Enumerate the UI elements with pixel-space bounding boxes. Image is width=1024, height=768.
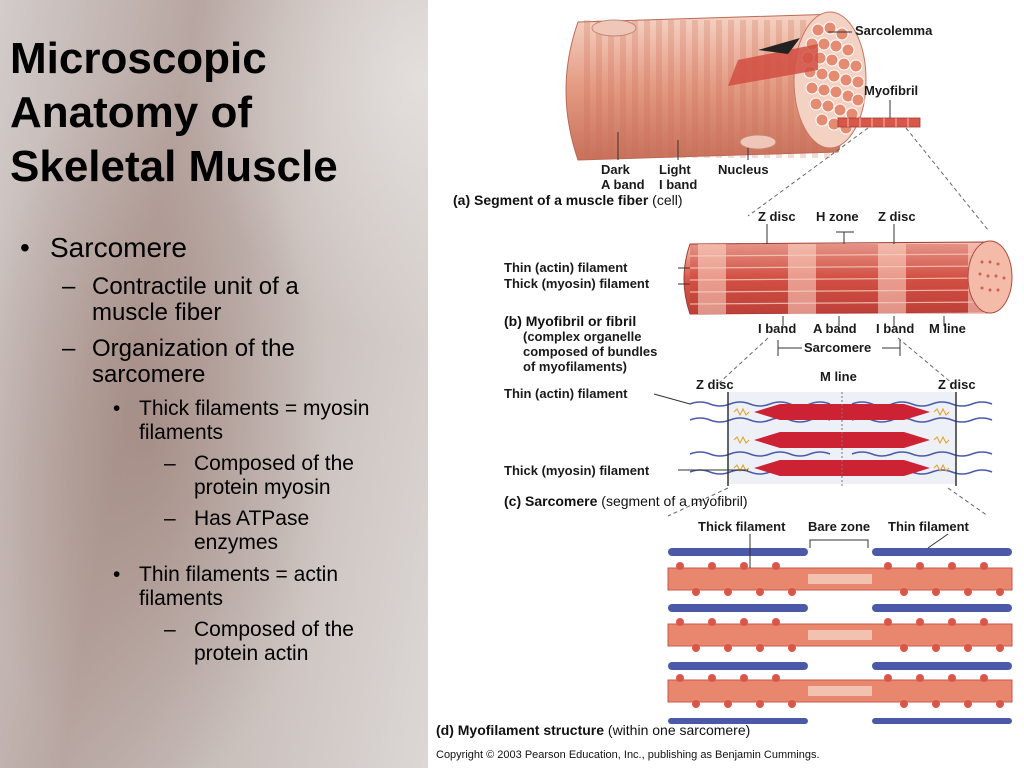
title-line-3: Skeletal Muscle <box>10 142 338 191</box>
muscle-fiber-segment <box>565 11 921 161</box>
caption-a-bold: (a) Segment of a muscle fiber <box>453 192 649 208</box>
sarcomere-diagram <box>689 392 993 486</box>
bullet-text: Sarcomere <box>50 232 187 263</box>
caption-a: (a) Segment of a muscle fiber (cell) <box>453 192 683 208</box>
myofibril-cylinder <box>683 240 1013 315</box>
label-thin-filament-b: Thin (actin) filament <box>504 260 628 275</box>
zoom-guide-lines <box>667 127 989 517</box>
label-i-band-right: I band <box>876 321 914 336</box>
label-z-disc-b-left: Z disc <box>758 209 796 224</box>
label-a-band: A band <box>601 177 645 192</box>
label-i-band-left: I band <box>758 321 796 336</box>
bullet-thin-filaments: • Thin filaments = actin filaments <box>113 563 403 611</box>
bullet-marker: • <box>20 232 30 263</box>
figure-svg: Sarcolemma Myofibril Dark A band Light I… <box>436 11 1013 761</box>
label-sarcomere: Sarcomere <box>804 340 871 355</box>
caption-d-rest: (within one sarcomere) <box>604 722 750 738</box>
subbullet-organization: – Organization of the sarcomere <box>62 336 362 388</box>
label-h-zone: H zone <box>816 209 859 224</box>
label-dark: Dark <box>601 162 631 177</box>
label-i-band: I band <box>659 177 697 192</box>
background-photo-panel: Microscopic Anatomy of Skeletal Muscle •… <box>0 0 428 768</box>
label-thick-filament-d: Thick filament <box>698 519 786 534</box>
dash-marker: – <box>164 452 176 475</box>
myofibril-bundle-end <box>801 21 865 135</box>
bullet-text: Thin filaments = actin filaments <box>139 563 339 610</box>
myosin-rows-d <box>667 567 1013 703</box>
label-m-line-c: M line <box>820 369 857 384</box>
caption-b-line4: of myofilaments) <box>523 359 627 374</box>
copyright-notice: Copyright © 2003 Pearson Education, Inc.… <box>436 749 820 761</box>
subbullet-text: Composed of the protein myosin <box>194 452 354 499</box>
subbullet-contractile: – Contractile unit of a muscle fiber <box>62 274 362 326</box>
caption-c: (c) Sarcomere (segment of a myofibril) <box>504 493 748 509</box>
myosin-heads-d <box>676 562 1004 708</box>
subbullet-actin: – Composed of the protein actin <box>164 618 414 666</box>
dash-marker: – <box>62 273 76 300</box>
caption-b-line3: composed of bundles <box>523 344 657 359</box>
bullet-thick-filaments: • Thick filaments = myosin filaments <box>113 397 373 445</box>
myofibril-strand <box>837 117 921 128</box>
label-thin-filament-c: Thin (actin) filament <box>504 386 628 401</box>
caption-a-rest: (cell) <box>648 192 682 208</box>
label-z-disc-b-right: Z disc <box>878 209 916 224</box>
dash-marker: – <box>62 335 76 362</box>
subbullet-text: Contractile unit of a muscle fiber <box>92 273 299 326</box>
label-thin-filament-d: Thin filament <box>888 519 970 534</box>
caption-d-bold: (d) Myofilament structure <box>436 722 604 738</box>
title-line-2: Anatomy of <box>10 88 252 137</box>
label-bare-zone: Bare zone <box>808 519 870 534</box>
myofilament-structure <box>667 548 1013 724</box>
title-line-1: Microscopic <box>10 34 267 83</box>
label-thick-filament-b: Thick (myosin) filament <box>504 276 650 291</box>
label-thick-filament-c: Thick (myosin) filament <box>504 463 650 478</box>
bullet-marker: • <box>113 397 121 420</box>
subbullet-text: Has ATPase enzymes <box>194 507 310 554</box>
label-myofibril: Myofibril <box>864 83 918 98</box>
bullet-marker: • <box>113 563 121 586</box>
actin-strands-d <box>668 548 1012 724</box>
dash-marker: – <box>164 507 176 530</box>
titin-zigzags <box>733 407 950 473</box>
caption-c-rest: (segment of a myofibril) <box>597 493 747 509</box>
slide-title: Microscopic Anatomy of Skeletal Muscle <box>10 32 338 194</box>
label-sarcolemma: Sarcolemma <box>855 23 933 38</box>
sarcolemma-flap <box>758 38 800 54</box>
dash-marker: – <box>164 618 176 641</box>
subbullet-text: Organization of the sarcomere <box>92 335 295 388</box>
caption-b: (b) Myofibril or fibril <box>504 313 636 329</box>
subbullet-text: Composed of the protein actin <box>194 618 354 665</box>
label-z-disc-c-right: Z disc <box>938 377 976 392</box>
label-m-line-b: M line <box>929 321 966 336</box>
subbullet-myosin: – Composed of the protein myosin <box>164 452 414 500</box>
bullet-text: Thick filaments = myosin filaments <box>139 397 370 444</box>
label-nucleus: Nucleus <box>718 162 769 177</box>
caption-c-bold: (c) Sarcomere <box>504 493 598 509</box>
caption-b-line2: (complex organelle <box>523 329 641 344</box>
caption-d: (d) Myofilament structure (within one sa… <box>436 722 750 738</box>
label-a-band: A band <box>813 321 857 336</box>
muscle-anatomy-figure: Sarcolemma Myofibril Dark A band Light I… <box>428 0 1024 768</box>
nucleus-shape <box>591 19 637 37</box>
label-light: Light <box>659 162 691 177</box>
subbullet-atpase: – Has ATPase enzymes <box>164 507 364 555</box>
label-z-disc-c-left: Z disc <box>696 377 734 392</box>
